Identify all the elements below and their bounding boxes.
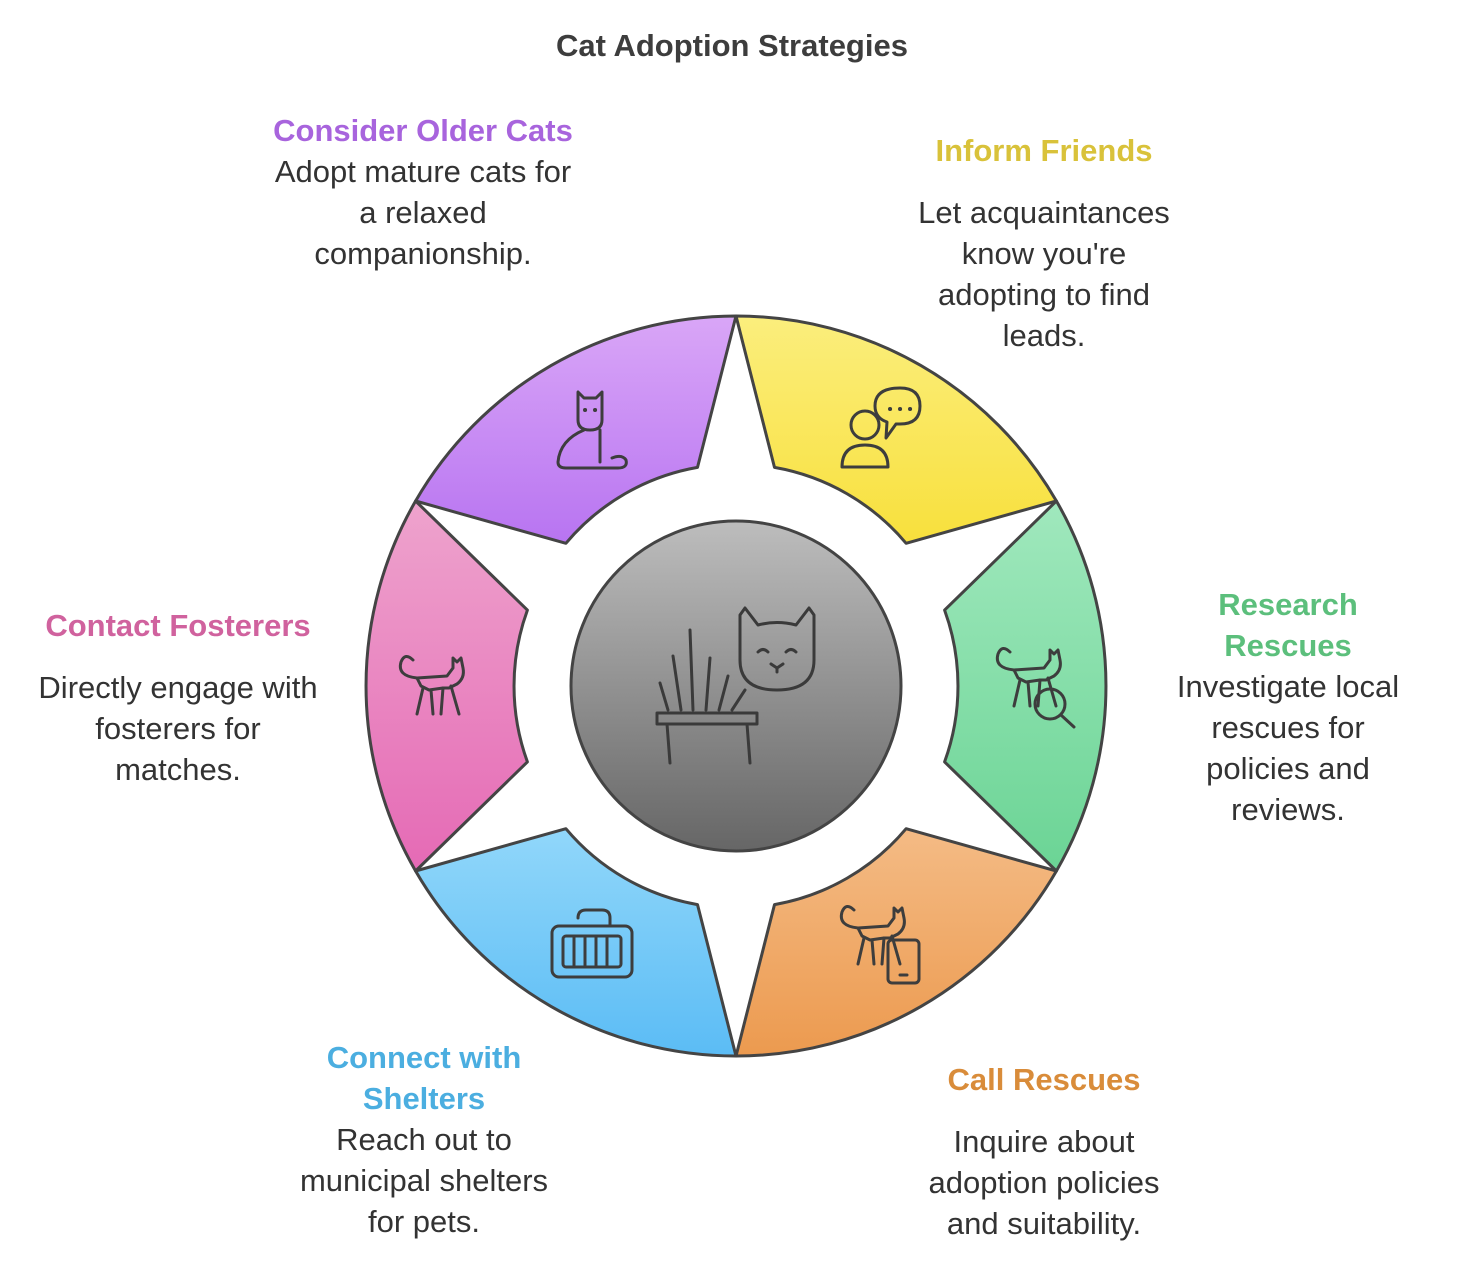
pet-carrier-icon	[550, 908, 634, 979]
label-inform-friends: Inform Friends Let acquaintances know yo…	[890, 130, 1198, 356]
center-hub	[569, 519, 903, 853]
description-research-rescues: Investigate local rescues for policies a…	[1176, 669, 1400, 827]
segment-foster	[364, 499, 529, 873]
segment-call	[734, 827, 1058, 1058]
segment-connect	[414, 827, 738, 1058]
cat-phone-icon	[839, 905, 921, 985]
heading-research-rescues: Research Rescues	[1218, 587, 1358, 663]
label-older-cats: Consider Older Cats Adopt mature cats fo…	[262, 110, 584, 274]
label-contact-fosterers: Contact Fosterers Directly engage with f…	[28, 605, 328, 790]
description-connect-with-shelters: Reach out to municipal shelters for pets…	[299, 1122, 549, 1239]
heading-connect-with-shelters: Connect with Shelters	[326, 1040, 522, 1116]
label-call-rescues: Call Rescues Inquire about adoption poli…	[890, 1059, 1198, 1244]
label-research-rescues: Research Rescues Investigate local rescu…	[1150, 584, 1426, 830]
segment-research	[943, 499, 1108, 873]
heading-call-rescues: Call Rescues	[947, 1062, 1141, 1097]
cat-magnifier-icon	[995, 647, 1076, 729]
heading-inform-friends: Inform Friends	[935, 133, 1153, 168]
cat-in-bed-icon	[655, 606, 816, 765]
segment-older	[414, 314, 738, 545]
walking-cat-icon	[398, 655, 465, 716]
description-inform-friends: Let acquaintances know you're adopting t…	[918, 195, 1170, 353]
sitting-cat-icon	[556, 390, 628, 470]
heading-consider-older-cats: Consider Older Cats	[273, 113, 573, 148]
diagram-title: Cat Adoption Strategies	[556, 28, 908, 63]
description-contact-fosterers: Directly engage with fosterers for match…	[38, 670, 318, 787]
label-connect-shelters: Connect with Shelters Reach out to munic…	[276, 1037, 572, 1242]
description-consider-older-cats: Adopt mature cats for a relaxed companio…	[274, 154, 572, 271]
person-speech-bubble-icon	[840, 386, 922, 469]
heading-contact-fosterers: Contact Fosterers	[45, 608, 311, 643]
segment-inform	[734, 314, 1058, 545]
description-call-rescues: Inquire about adoption policies and suit…	[928, 1124, 1160, 1241]
